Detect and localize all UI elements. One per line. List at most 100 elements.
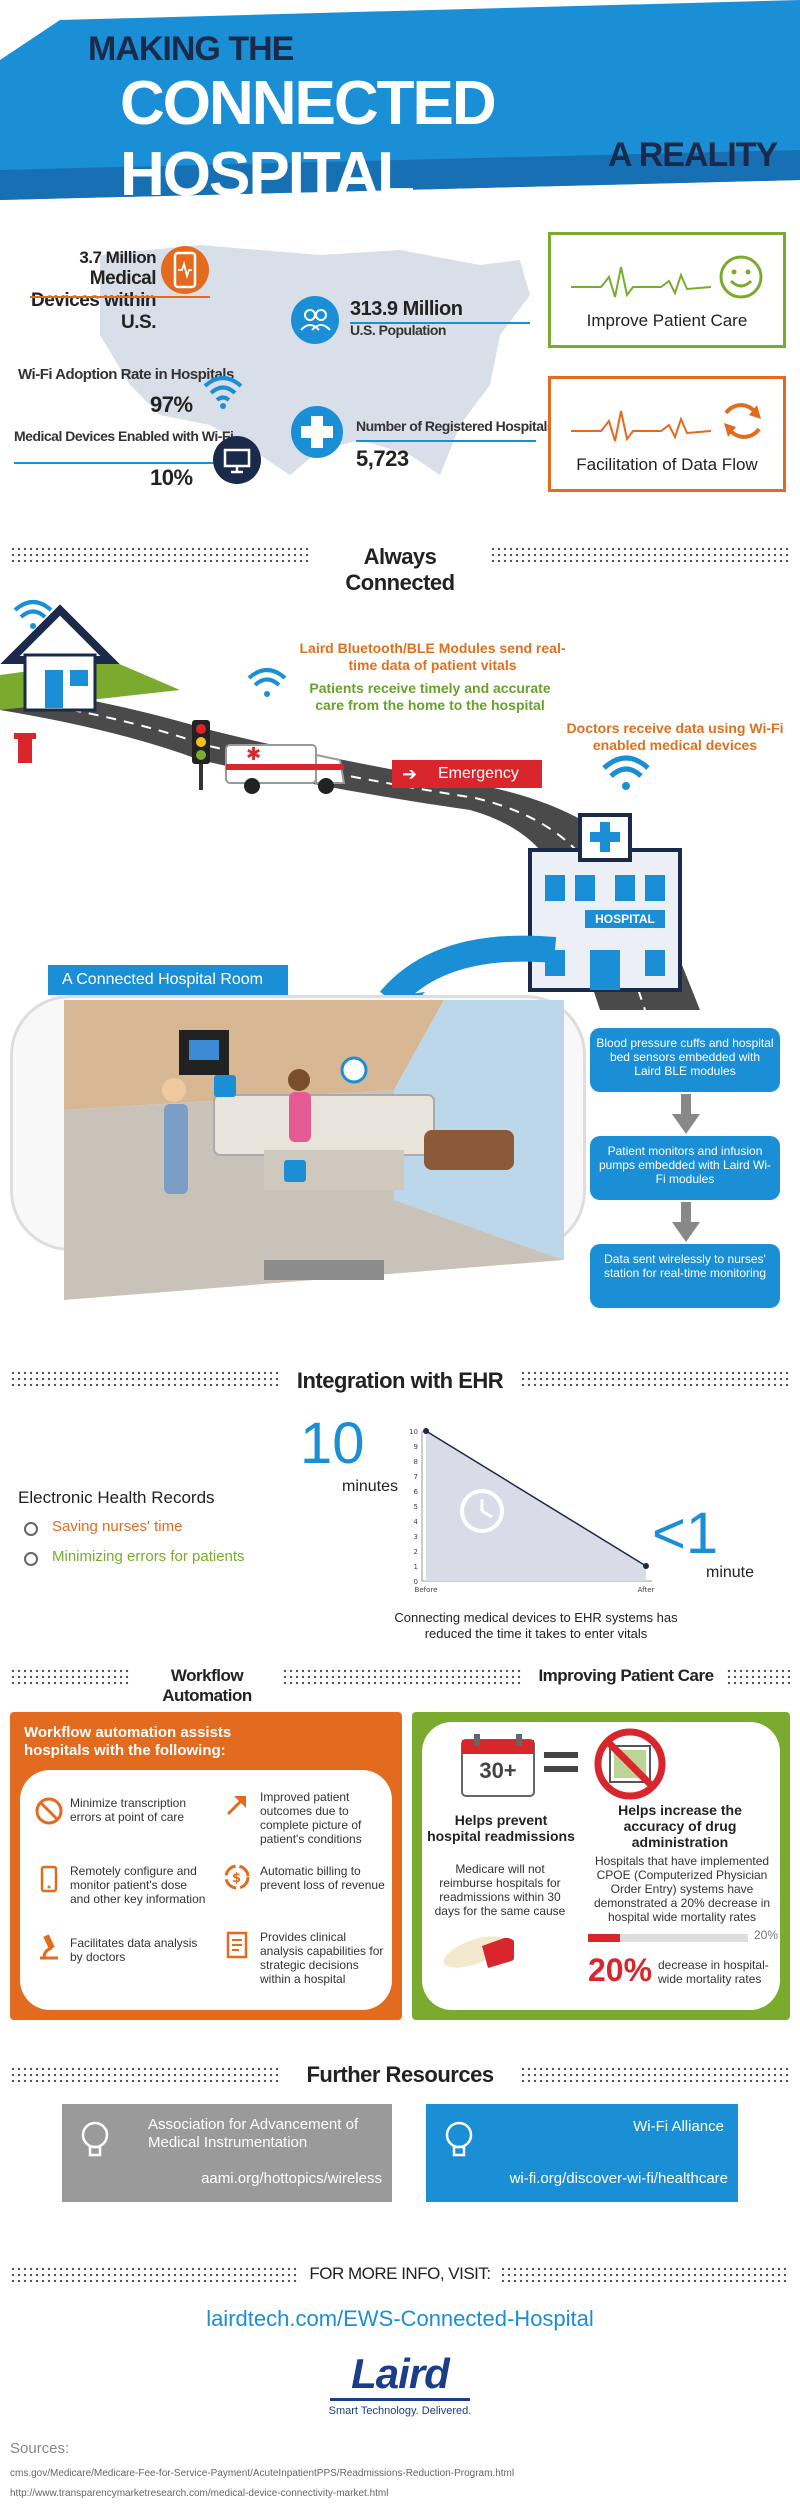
workflow-item-6: Provides clinical analysis capabilities … (260, 1930, 384, 1986)
y-tick-label: 10 (409, 1428, 418, 1436)
no-entry-icon (35, 1797, 63, 1825)
calendar-days: 30+ (479, 1758, 517, 1783)
hospital-wifi-icon (602, 755, 650, 790)
hospitals-label: Number of Registered Hospitals (356, 418, 555, 434)
data-flow-label: Facilitation of Data Flow (576, 455, 758, 474)
wifi-enabled-underline (14, 462, 234, 464)
divider-left (10, 1370, 280, 1390)
readmit-text: Medicare will not reimburse hospitals fo… (434, 1862, 566, 1918)
records-title: Electronic Health Records (18, 1488, 215, 1507)
document-icon (226, 1931, 248, 1959)
big-percent: 20% (588, 1952, 653, 1988)
usa-map (100, 245, 530, 475)
wifi-alliance-url[interactable]: wi-fi.org/discover-wi-fi/healthcare (509, 2170, 728, 2187)
no-prescription-icon (594, 1728, 666, 1800)
trend-up-icon (226, 1796, 246, 1816)
clock-icon (460, 1489, 504, 1533)
divider-right (726, 1668, 790, 1688)
wifi-alliance-resource[interactable]: Wi-Fi Alliance wi-fi.org/discover-wi-fi/… (426, 2104, 738, 2202)
drug-text: Hospitals that have implemented CPOE (Co… (593, 1854, 771, 1924)
bar-label: 20% (754, 1928, 779, 1942)
header-banner: MAKING THE CONNECTED HOSPITAL A REALITY (0, 0, 800, 209)
down-arrow-icon (672, 1202, 700, 1242)
y-tick-label: 0 (414, 1578, 418, 1586)
patient-care-panel: 30+ Helps prevent hospital readmissions … (412, 1712, 790, 2020)
source-2[interactable]: http://www.transparencymarketresearch.co… (10, 2488, 389, 2499)
x-tick-label: Before (415, 1586, 438, 1594)
aami-resource[interactable]: Association for Advancement of Medical I… (62, 2104, 392, 2202)
hospital-sign: HOSPITAL (585, 910, 665, 928)
wifi-adoption-label: Wi-Fi Adoption Rate in Hospitals (18, 366, 234, 383)
footer-link[interactable]: lairdtech.com/EWS-Connected-Hospital (206, 2306, 594, 2331)
more-info-label: FOR MORE INFO, VISIT: (309, 2264, 491, 2283)
workflow-item-4: Automatic billing to prevent loss of rev… (260, 1864, 385, 1892)
workflow-item-2: Improved patient outcomes due to complet… (260, 1790, 362, 1846)
population-label: U.S. Population (350, 322, 446, 338)
readmit-title: Helps prevent hospital readmissions (427, 1812, 575, 1844)
clock-hand-icon (481, 1509, 493, 1519)
data-flow-card: Facilitation of Data Flow (548, 376, 786, 492)
emergency-label: Emergency (438, 765, 519, 782)
divider-right (520, 2066, 790, 2086)
lightbulb-icon (445, 2121, 473, 2157)
wifi-enabled-label: Medical Devices Enabled with Wi-Fi (14, 428, 234, 444)
bullet-icon (24, 1552, 38, 1566)
microscope-icon (40, 1934, 58, 1960)
y-tick-label: 3 (414, 1533, 418, 1541)
divider-left (10, 546, 310, 566)
wifi-adoption-value: 97% (150, 392, 193, 417)
improve-patient-care-card: Improve Patient Care (548, 232, 786, 348)
population-underline (350, 322, 530, 324)
y-tick-label: 1 (414, 1563, 418, 1571)
y-tick-label: 8 (414, 1458, 418, 1466)
before-value: 10 (300, 1411, 365, 1476)
y-tick-label: 6 (414, 1488, 419, 1496)
wifi-icon (203, 376, 243, 409)
aami-url[interactable]: aami.org/hottopics/wireless (201, 2170, 382, 2187)
divider-right (500, 2266, 790, 2286)
drug-title: Helps increase the accuracy of drug admi… (618, 1802, 742, 1850)
phone-icon (161, 246, 209, 294)
divider-right (490, 546, 790, 566)
devices-label: Medical Devices within U.S. (31, 268, 157, 333)
patient-care-title: Improving Patient Care (538, 1666, 714, 1685)
title-line1: MAKING THE (88, 30, 294, 68)
workflow-intro: Workflow automation assists hospitals wi… (24, 1724, 232, 1759)
hospitals-value: 5,723 (356, 446, 409, 471)
hospitals-underline (356, 440, 536, 442)
lightbulb-icon (81, 2121, 109, 2157)
home-wifi-icon (13, 600, 53, 629)
y-tick-label: 5 (414, 1503, 418, 1511)
equals-icon-bar (544, 1766, 578, 1772)
patients-care-text: Patients receive timely and accurate car… (309, 680, 551, 713)
mortality-bar-fill (588, 1934, 620, 1942)
after-unit: minute (706, 1564, 755, 1581)
workflow-item-1: Minimize transcription errors at point o… (70, 1796, 187, 1824)
pill-icon (443, 1936, 514, 1968)
divider-mid (282, 1668, 522, 1688)
down-arrow-icon (672, 1094, 700, 1134)
benefit-2: Minimizing errors for patients (52, 1548, 245, 1565)
workflow-item-5: Facilitates data analysis by doctors (70, 1936, 198, 1964)
area-fill (426, 1431, 646, 1581)
heartbeat-refresh-icon (571, 403, 761, 442)
flow-step-2: Patient monitors and infusion pumps embe… (590, 1136, 780, 1200)
divider-right (520, 1370, 790, 1390)
mortality-bar-track (588, 1934, 748, 1942)
source-1[interactable]: cms.gov/Medicare/Medicare-Fee-for-Servic… (10, 2468, 515, 2479)
calendar-icon (461, 1734, 535, 1797)
header-background (0, 0, 800, 200)
devices-underline (30, 296, 210, 298)
ehr-caption: Connecting medical devices to EHR system… (394, 1610, 678, 1641)
population-value: 313.9 Million (350, 298, 463, 320)
logo-swoosh (330, 2398, 470, 2401)
sources-title: Sources: (10, 2440, 70, 2457)
after-value: <1 (652, 1501, 719, 1566)
heartbeat-smile-icon (571, 255, 763, 299)
room-label: A Connected Hospital Room (48, 965, 288, 995)
aami-name: Association for Advancement of Medical I… (148, 2116, 359, 2151)
laird-logo: Laird Smart Technology. Delivered. (300, 2350, 500, 2417)
title-line3: A REALITY (608, 136, 778, 174)
flow-step-1: Blood pressure cuffs and hospital bed se… (590, 1028, 780, 1092)
